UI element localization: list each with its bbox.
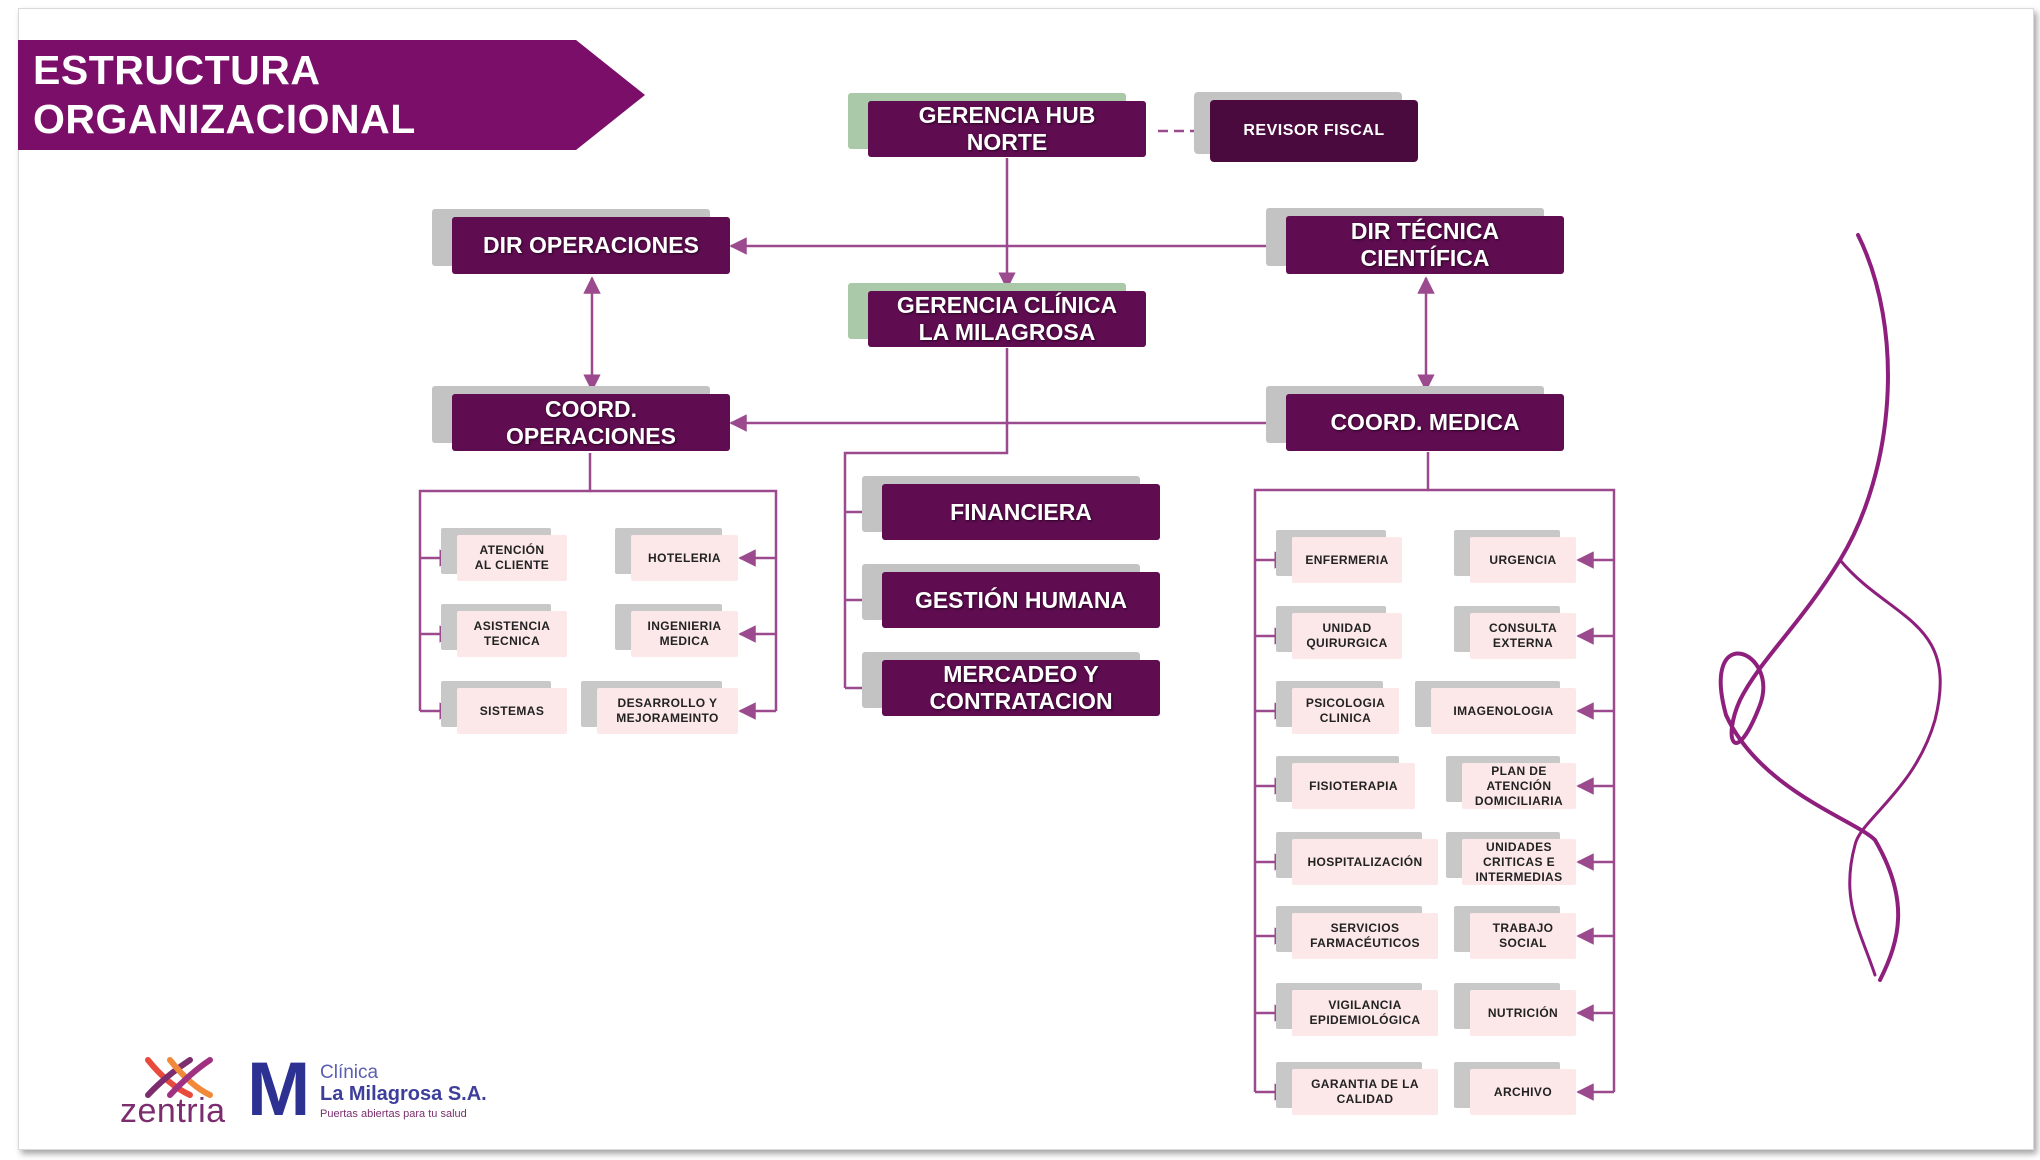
connector-op-left — [418, 453, 592, 711]
zentria-logo-text: zentria — [120, 1092, 226, 1130]
unit-desarrollo-mejoramiento: DESARROLLO Y MEJORAMEINTO — [597, 688, 738, 734]
unit-label: PLAN DE ATENCIÓN DOMICILIARIA — [1474, 763, 1564, 808]
unit-label: NUTRICIÓN — [1487, 1005, 1559, 1020]
node-coord-operaciones: COORD. OPERACIONES — [452, 394, 730, 451]
unit-psicologia-clinica: PSICOLOGIA CLINICA — [1292, 688, 1399, 734]
node-dir-operaciones: DIR OPERACIONES — [452, 217, 730, 274]
node-label: GERENCIA HUB NORTE — [918, 102, 1096, 155]
connector-clinica-areas — [843, 348, 1009, 688]
node-dir-tecnica-cientifica: DIR TÉCNICA CIENTÍFICA — [1286, 216, 1564, 274]
unit-label: VIGILANCIA EPIDEMIOLÓGICA — [1309, 998, 1421, 1027]
unit-ingenieria-medica: INGENIERIA MEDICA — [631, 611, 738, 657]
unit-label: HOTELERIA — [648, 550, 721, 565]
node-mercadeo-contratacion: MERCADEO Y CONTRATACION — [882, 660, 1160, 716]
title-line-1: ESTRUCTURA — [33, 47, 321, 93]
node-label: COORD. MEDICA — [1330, 409, 1520, 435]
node-label: DIR TÉCNICA CIENTÍFICA — [1350, 218, 1500, 271]
unit-label: HOSPITALIZACIÓN — [1307, 854, 1423, 869]
unit-hoteleria: HOTELERIA — [631, 535, 738, 581]
unit-label: SISTEMAS — [479, 703, 545, 718]
milagrosa-logo-mark: M — [247, 1047, 311, 1132]
node-revisor-fiscal: REVISOR FISCAL — [1210, 100, 1418, 162]
node-label: DIR OPERACIONES — [483, 232, 699, 258]
clinica-logo-slogan: Puertas abiertas para tu salud — [320, 1108, 467, 1120]
unit-label: TRABAJO SOCIAL — [1492, 921, 1554, 950]
unit-label: URGENCIA — [1489, 552, 1557, 567]
title-line-2: ORGANIZACIONAL — [33, 96, 416, 142]
unit-sistemas: SISTEMAS — [457, 688, 567, 734]
unit-label: CONSULTA EXTERNA — [1488, 621, 1558, 650]
unit-garantia-calidad: GARANTIA DE LA CALIDAD — [1292, 1069, 1438, 1115]
unit-servicios-farmaceuticos: SERVICIOS FARMACÉUTICOS — [1292, 913, 1438, 959]
node-gerencia-hub-norte: GERENCIA HUB NORTE — [868, 101, 1146, 157]
unit-hospitalizacion: HOSPITALIZACIÓN — [1292, 839, 1438, 885]
node-label: COORD. OPERACIONES — [506, 395, 676, 449]
zentria-logo-icon — [145, 1057, 213, 1098]
unit-label: ENFERMERIA — [1305, 552, 1389, 567]
unit-label: UNIDAD QUIRURGICA — [1306, 621, 1388, 650]
decorative-ribbon-strand — [1838, 558, 1942, 977]
unit-atencion-cliente: ATENCIÓN AL CLIENTE — [457, 535, 567, 581]
unit-label: ATENCIÓN AL CLIENTE — [474, 543, 550, 572]
node-label: MERCADEO Y CONTRATACION — [929, 661, 1113, 714]
unit-asistencia-tecnica: ASISTENCIA TECNICA — [457, 611, 567, 657]
node-gestion-humana: GESTIÓN HUMANA — [882, 572, 1160, 628]
unit-label: IMAGENOLOGIA — [1453, 703, 1554, 718]
title-banner: ESTRUCTURA ORGANIZACIONAL — [18, 40, 645, 150]
unit-label: ASISTENCIA TECNICA — [473, 619, 551, 648]
unit-label: GARANTIA DE LA CALIDAD — [1311, 1077, 1419, 1106]
node-coord-medica: COORD. MEDICA — [1286, 394, 1564, 451]
clinica-logo-line2: La Milagrosa S.A. — [320, 1083, 487, 1105]
node-label: REVISOR FISCAL — [1243, 122, 1385, 139]
unit-label: INGENIERIA MEDICA — [647, 619, 722, 648]
page-title: ESTRUCTURA ORGANIZACIONAL — [33, 46, 416, 144]
node-label: GESTIÓN HUMANA — [914, 586, 1128, 613]
unit-label: FISIOTERAPIA — [1309, 778, 1398, 793]
node-label: FINANCIERA — [950, 498, 1092, 525]
unit-trabajo-social: TRABAJO SOCIAL — [1470, 913, 1576, 959]
unit-label: UNIDADES CRITICAS E INTERMEDIAS — [1475, 839, 1563, 884]
unit-label: SERVICIOS FARMACÉUTICOS — [1310, 921, 1420, 950]
node-label: GERENCIA CLÍNICA LA MILAGROSA — [896, 292, 1118, 345]
unit-urgencia: URGENCIA — [1470, 537, 1576, 583]
unit-archivo: ARCHIVO — [1470, 1069, 1576, 1115]
unit-fisioterapia: FISIOTERAPIA — [1292, 763, 1415, 809]
clinica-logo-line1: Clínica — [320, 1062, 379, 1083]
connector-med-left — [1253, 452, 1430, 1092]
connector-med-right — [1428, 488, 1616, 1092]
unit-enfermeria: ENFERMERIA — [1292, 537, 1402, 583]
unit-unidades-criticas: UNIDADES CRITICAS E INTERMEDIAS — [1462, 839, 1576, 885]
unit-unidad-quirurgica: UNIDAD QUIRURGICA — [1292, 613, 1402, 659]
unit-vigilancia-epidemiologica: VIGILANCIA EPIDEMIOLÓGICA — [1292, 990, 1438, 1036]
connector-op-right — [590, 489, 778, 711]
unit-imagenologia: IMAGENOLOGIA — [1431, 688, 1576, 734]
unit-label: PSICOLOGIA CLINICA — [1305, 696, 1386, 725]
unit-consulta-externa: CONSULTA EXTERNA — [1470, 613, 1576, 659]
node-financiera: FINANCIERA — [882, 484, 1160, 540]
footer-logos: zentria M Clínica La Milagrosa S.A. Puer… — [110, 1047, 510, 1132]
node-gerencia-clinica: GERENCIA CLÍNICA LA MILAGROSA — [868, 291, 1146, 347]
unit-label: DESARROLLO Y MEJORAMEINTO — [616, 696, 719, 725]
unit-nutricion: NUTRICIÓN — [1470, 990, 1576, 1036]
decorative-heart-ribbon — [1718, 233, 1901, 982]
unit-plan-atencion-domiciliaria: PLAN DE ATENCIÓN DOMICILIARIA — [1462, 763, 1576, 809]
unit-label: ARCHIVO — [1493, 1084, 1553, 1099]
